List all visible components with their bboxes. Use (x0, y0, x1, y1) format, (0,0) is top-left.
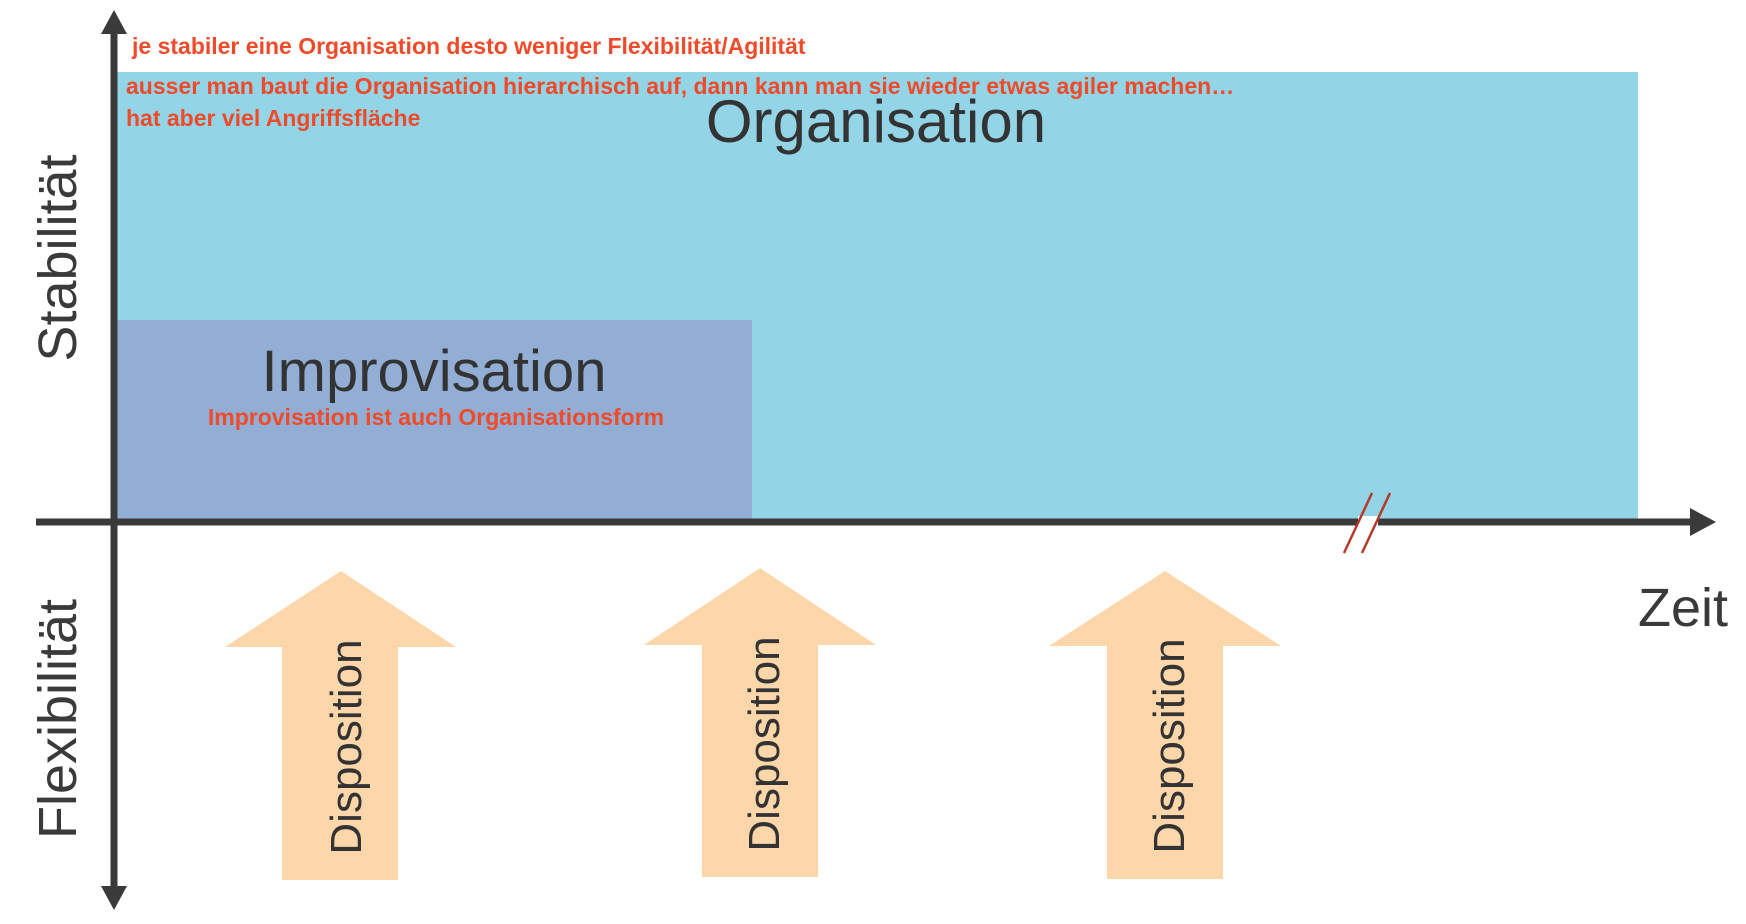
improvisation-region (112, 320, 752, 520)
note-line-3: hat aber viel Angriffsfläche (126, 105, 420, 131)
x-axis-label-zeit: Zeit (1638, 578, 1728, 638)
y-axis-arrowhead-top (101, 10, 127, 34)
disposition-arrow-1 (225, 571, 456, 880)
note-line-1: je stabiler eine Organisation desto weni… (131, 33, 806, 59)
axis-break-mark (1342, 492, 1392, 554)
x-axis-arrowhead (1690, 508, 1716, 536)
disposition-label-1: Disposition (322, 639, 371, 854)
disposition-label-2: Disposition (740, 636, 789, 851)
y-axis-label-stabilitaet: Stabilität (28, 154, 88, 361)
y-axis-label-flexibilitaet: Flexibilität (28, 599, 88, 839)
disposition-arrow-2 (644, 568, 876, 877)
y-axis-arrowhead-bottom (101, 886, 127, 910)
disposition-arrow-3 (1049, 571, 1281, 879)
note-line-2: ausser man baut die Organisation hierarc… (126, 73, 1234, 99)
improvisation-note: Improvisation ist auch Organisationsform (208, 404, 664, 430)
improvisation-label: Improvisation (262, 339, 607, 404)
organisation-label: Organisation (706, 88, 1046, 155)
disposition-label-3: Disposition (1145, 638, 1194, 853)
